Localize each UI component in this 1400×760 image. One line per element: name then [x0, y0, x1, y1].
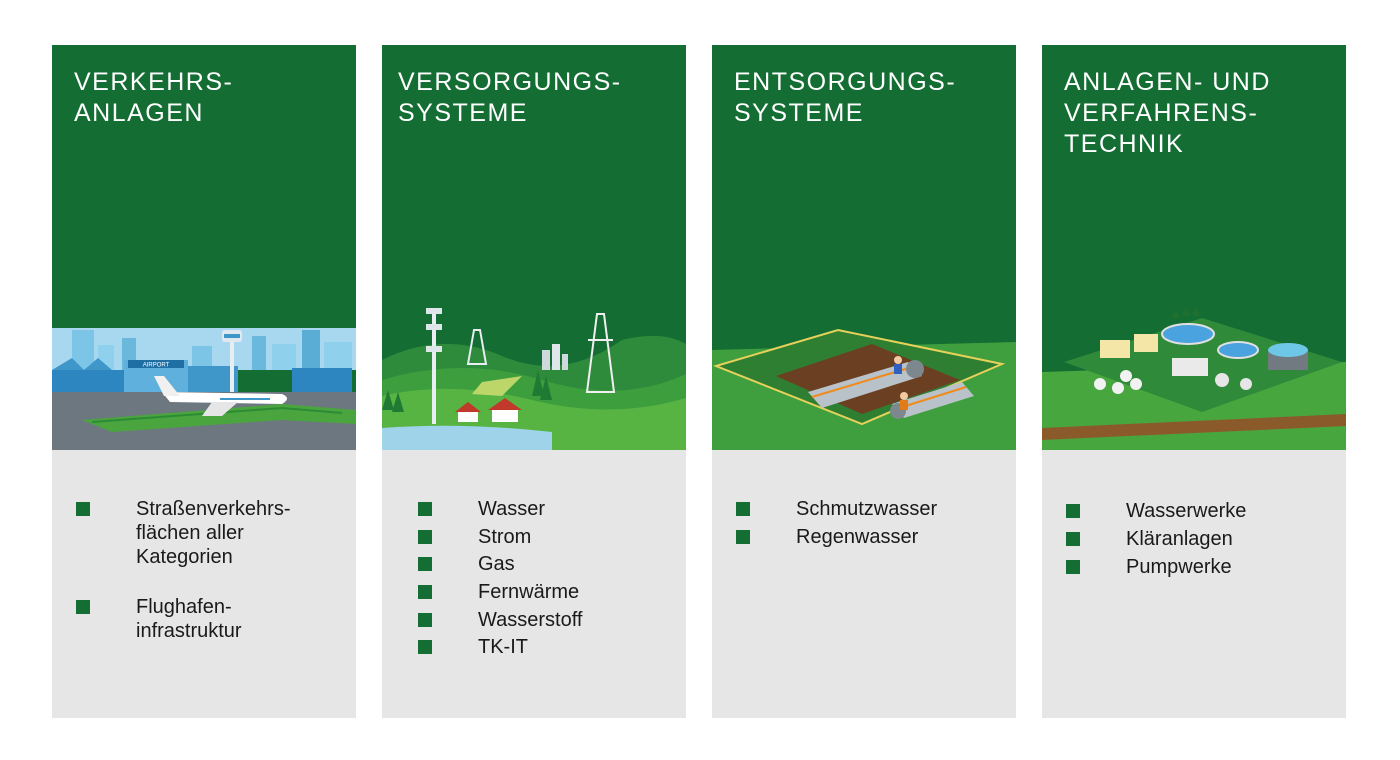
airport-city-illustration: AIRPORT	[52, 328, 356, 450]
item-label: TK-IT	[478, 636, 528, 659]
list-item: Flughafen- infrastruktur	[76, 595, 346, 643]
sewer-trench-illustration	[712, 328, 1016, 450]
item-label: Fernwärme	[478, 581, 580, 604]
item-list: Straßenverkehrs- flächen aller Kategorie…	[76, 497, 346, 647]
item-label: Strom	[478, 525, 532, 548]
bullet-square-icon	[1066, 560, 1080, 574]
item-label: Wasserwerke	[1126, 500, 1247, 522]
item-label: Kläranlagen	[1126, 528, 1233, 550]
item-label: Pumpwerke	[1126, 556, 1232, 578]
list-item: TK-IT	[418, 635, 688, 659]
list-item: Gas	[418, 552, 688, 576]
item-label: Gas	[478, 553, 515, 576]
card-header: VERKEHRS- ANLAGEN AIRPORT	[52, 45, 356, 450]
item-list: Wasserwerke Kläranlagen Pumpwerke	[1066, 499, 1336, 583]
list-item: Fernwärme	[418, 580, 688, 604]
bullet-square-icon	[76, 600, 90, 614]
treatment-plant-illustration	[1042, 306, 1346, 450]
bullet-square-icon	[418, 529, 432, 544]
card-header: ANLAGEN- UND VERFAHRENS- TECHNIK	[1042, 45, 1346, 450]
bullet-square-icon	[736, 530, 750, 544]
item-label: Wasserstoff	[478, 608, 583, 631]
supply-landscape-illustration	[382, 308, 686, 450]
item-list: Wasser Strom Gas Fernwärme Wasserstoff T…	[418, 497, 688, 663]
card-title: VERSORGUNGS- SYSTEME	[398, 68, 622, 127]
card-entsorgungssysteme: ENTSORGUNGS- SYSTEME Schmutzwasser Regen…	[712, 45, 1016, 718]
list-item: Regenwasser	[736, 525, 1006, 549]
item-label: Straßenverkehrs- flächen aller Kategorie…	[136, 498, 291, 568]
list-item: Wasserstoff	[418, 608, 688, 632]
list-item: Schmutzwasser	[736, 497, 1006, 521]
bullet-square-icon	[1066, 504, 1080, 518]
card-header: VERSORGUNGS- SYSTEME	[382, 45, 686, 450]
bullet-square-icon	[418, 612, 432, 627]
bullet-square-icon	[418, 502, 432, 516]
item-label: Schmutzwasser	[796, 498, 938, 520]
card-versorgungssysteme: VERSORGUNGS- SYSTEME Wasser Strom G	[382, 45, 686, 718]
airplane-icon	[154, 376, 287, 416]
card-title: ENTSORGUNGS- SYSTEME	[734, 68, 957, 127]
bullet-square-icon	[1066, 532, 1080, 546]
card-anlagen-verfahrenstechnik: ANLAGEN- UND VERFAHRENS- TECHNIK Wasserw…	[1042, 45, 1346, 718]
list-item: Straßenverkehrs- flächen aller Kategorie…	[76, 497, 346, 569]
bullet-square-icon	[736, 502, 750, 516]
bullet-square-icon	[76, 502, 90, 516]
card-header: ENTSORGUNGS- SYSTEME	[712, 45, 1016, 450]
list-item: Strom	[418, 525, 688, 549]
list-item: Pumpwerke	[1066, 555, 1336, 579]
item-label: Wasser	[478, 498, 546, 520]
item-label: Regenwasser	[796, 526, 919, 548]
item-label: Flughafen- infrastruktur	[136, 596, 242, 642]
card-title: ANLAGEN- UND VERFAHRENS- TECHNIK	[1064, 68, 1271, 158]
list-item: Wasserwerke	[1066, 499, 1336, 523]
airport-sign: AIRPORT	[143, 363, 170, 369]
bullet-square-icon	[418, 585, 432, 600]
list-item: Wasser	[418, 497, 688, 521]
bullet-square-icon	[418, 557, 432, 572]
card-title: VERKEHRS- ANLAGEN	[74, 68, 234, 127]
list-item: Kläranlagen	[1066, 527, 1336, 551]
card-verkehrsanlagen: VERKEHRS- ANLAGEN AIRPORT	[52, 45, 356, 718]
item-list: Schmutzwasser Regenwasser	[736, 497, 1006, 553]
bullet-square-icon	[418, 640, 432, 655]
